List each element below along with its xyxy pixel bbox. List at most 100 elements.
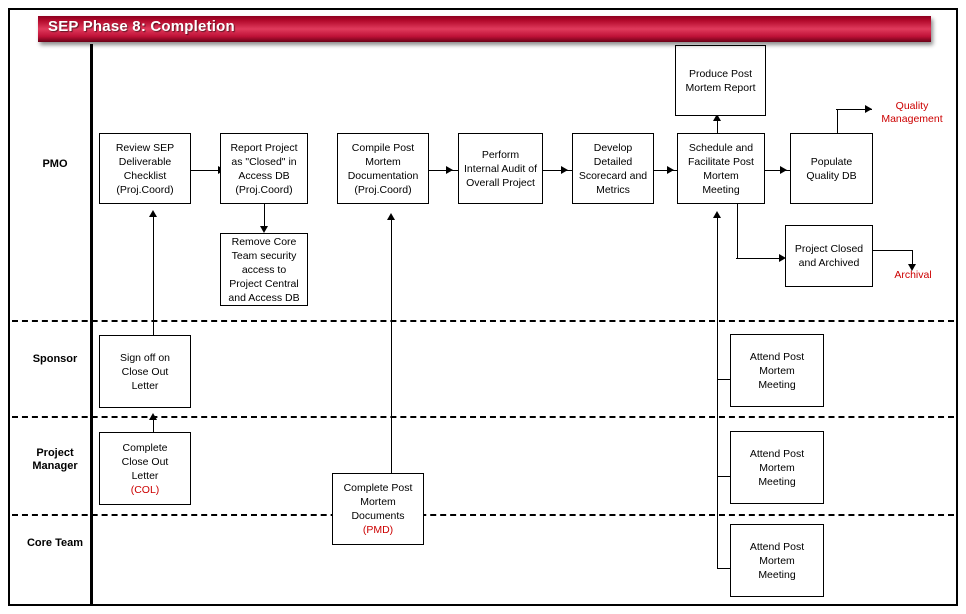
arrowhead-scorecard-to-schedule <box>667 166 674 174</box>
node-complete-post-mortem-documents[interactable]: Complete Post Mortem Documents (PMD) <box>332 473 424 545</box>
node-report-project-line3: Access DB <box>238 169 290 182</box>
node-complete-pmd-line2: Mortem <box>360 496 396 508</box>
arrowhead-attend-trunk <box>713 211 721 218</box>
connector-schedule-to-closed-h <box>736 258 784 259</box>
quality-management-line2: Management <box>881 113 943 125</box>
node-attend-pm-line1: Attend Post <box>749 447 805 460</box>
connector-closed-to-archival-v <box>912 250 913 267</box>
node-schedule-meeting-line4: Meeting <box>702 183 740 196</box>
node-remove-security-line5: and Access DB <box>228 291 300 304</box>
connector-report-to-remove <box>264 204 265 228</box>
quality-management-line1: Quality <box>895 100 929 112</box>
node-schedule-meeting-line2: Facilitate Post <box>688 155 754 168</box>
node-report-project-line4: (Proj.Coord) <box>235 183 293 196</box>
arrowhead-closed-to-archival <box>908 264 916 271</box>
node-review-sep-line4: (Proj.Coord) <box>116 183 174 196</box>
node-project-closed-and-archived[interactable]: Project Closed and Archived <box>785 225 873 287</box>
diagram-frame: SEP Phase 8: Completion PMO Sponsor Proj… <box>8 8 958 606</box>
node-complete-close-out-letter[interactable]: Complete Close Out Letter (COL) <box>99 432 191 505</box>
arrowhead-schedule-to-populate <box>780 166 787 174</box>
arrowhead-populate-to-quality <box>865 105 872 113</box>
node-produce-report-line1: Produce Post <box>688 67 753 80</box>
node-review-sep-line1: Review SEP <box>115 141 175 154</box>
connector-audit-to-scorecard <box>543 170 572 171</box>
lane-divider-pmo-sponsor <box>12 320 954 322</box>
lane-label-pmo: PMO <box>42 158 68 170</box>
lane-divider-sponsor-pm <box>12 416 954 418</box>
lane-divider-pm-coreteam <box>12 514 954 516</box>
node-complete-col-line3: Letter <box>131 469 159 482</box>
node-attend-post-mortem-meeting-core-team[interactable]: Attend Post Mortem Meeting <box>730 524 824 597</box>
node-develop-scorecard-line1: Develop <box>593 141 633 154</box>
node-produce-post-mortem-report[interactable]: Produce Post Mortem Report <box>675 45 766 116</box>
node-attend-sponsor-line1: Attend Post <box>749 350 805 363</box>
node-complete-pmd-line1: Complete Post <box>343 482 413 494</box>
lane-label-sponsor: Sponsor <box>32 353 78 365</box>
node-review-sep-deliverable-checklist[interactable]: Review SEP Deliverable Checklist (Proj.C… <box>99 133 191 204</box>
node-attend-pm-line3: Meeting <box>758 475 796 488</box>
node-sign-off-on-close-out-letter[interactable]: Sign off on Close Out Letter <box>99 335 191 408</box>
node-schedule-facilitate-post-mortem-meeting[interactable]: Schedule and Facilitate Post Mortem Meet… <box>677 133 765 204</box>
lane-label-core-team-line1: Core <box>26 537 53 549</box>
lane-label-project-manager-line1: Project <box>36 447 74 459</box>
node-develop-detailed-scorecard[interactable]: Develop Detailed Scorecard and Metrics <box>572 133 654 204</box>
node-perform-audit-line3: Overall Project <box>466 176 535 189</box>
connector-schedule-to-populate <box>765 170 790 171</box>
lane-label-project-manager-line2: Manager <box>32 460 78 472</box>
node-populate-quality-db[interactable]: Populate Quality DB <box>790 133 873 204</box>
connector-schedule-to-produce <box>717 117 718 141</box>
node-attend-core-line1: Attend Post <box>749 540 805 553</box>
node-compile-post-mortem-documentation[interactable]: Compile Post Mortem Documentation (Proj.… <box>337 133 429 204</box>
connector-compile-to-audit <box>429 170 458 171</box>
page-title: SEP Phase 8: Completion <box>48 18 235 35</box>
node-project-closed-line2: and Archived <box>798 257 860 269</box>
connector-attend-branch-pm <box>717 476 739 477</box>
arrowhead-schedule-to-closed <box>779 254 786 262</box>
arrowhead-pmd-to-compile <box>387 213 395 220</box>
node-project-closed-line1: Project Closed <box>794 243 864 255</box>
node-remove-security-line4: Project Central <box>229 277 299 290</box>
connector-closed-to-archival-h <box>873 250 913 251</box>
node-report-project-as-closed[interactable]: Report Project as "Closed" in Access DB … <box>220 133 308 204</box>
node-attend-post-mortem-meeting-sponsor[interactable]: Attend Post Mortem Meeting <box>730 334 824 407</box>
lane-label-core-team: Core Team <box>20 537 90 550</box>
node-develop-scorecard-line4: Metrics <box>596 183 630 196</box>
swimlane-label-divider <box>90 44 93 606</box>
connector-pmd-to-compile <box>391 218 392 481</box>
node-attend-pm-line2: Mortem <box>759 461 795 474</box>
node-schedule-meeting-line3: Mortem <box>703 169 739 182</box>
node-attend-sponsor-line3: Meeting <box>758 378 796 391</box>
node-sign-off-line1: Sign off on <box>119 351 170 364</box>
node-remove-security-line3: access to <box>241 263 287 276</box>
node-complete-pmd-code: (PMD) <box>362 524 394 536</box>
node-attend-post-mortem-meeting-project-manager[interactable]: Attend Post Mortem Meeting <box>730 431 824 504</box>
node-attend-core-line2: Mortem <box>759 554 795 567</box>
node-compile-post-line1: Compile Post <box>351 141 415 154</box>
node-schedule-meeting-line1: Schedule and <box>688 141 754 154</box>
node-complete-col-line1: Complete <box>122 441 168 454</box>
node-populate-quality-line2: Quality DB <box>806 169 857 182</box>
connector-attend-branch-sponsor <box>717 379 739 380</box>
node-review-sep-line2: Deliverable <box>118 155 172 168</box>
external-label-archival: Archival <box>878 269 948 282</box>
node-report-project-line1: Report Project <box>230 141 298 154</box>
node-remove-security-line1: Remove Core <box>231 235 297 248</box>
arrowhead-compile-to-audit <box>446 166 453 174</box>
connector-attend-trunk <box>717 216 718 568</box>
node-perform-audit-line1: Perform <box>481 148 520 161</box>
node-produce-report-line2: Mortem Report <box>685 81 756 94</box>
archival-label: Archival <box>894 269 932 281</box>
connector-signoff-to-review <box>153 215 154 343</box>
node-perform-internal-audit[interactable]: Perform Internal Audit of Overall Projec… <box>458 133 543 204</box>
connector-schedule-to-closed-v <box>737 204 738 258</box>
node-perform-audit-line2: Internal Audit of <box>464 162 537 175</box>
connector-col-to-signoff <box>153 418 154 440</box>
node-remove-core-team-security[interactable]: Remove Core Team security access to Proj… <box>220 233 308 306</box>
node-develop-scorecard-line3: Scorecard and <box>578 169 648 182</box>
lane-label-core-team-line2: Team <box>55 537 84 549</box>
arrowhead-col-to-signoff <box>149 413 157 420</box>
connector-scorecard-to-schedule <box>654 170 677 171</box>
node-complete-col-line2: Close Out <box>121 455 169 468</box>
node-remove-security-line2: Team security <box>231 249 297 262</box>
connector-populate-to-quality-h <box>836 109 872 110</box>
